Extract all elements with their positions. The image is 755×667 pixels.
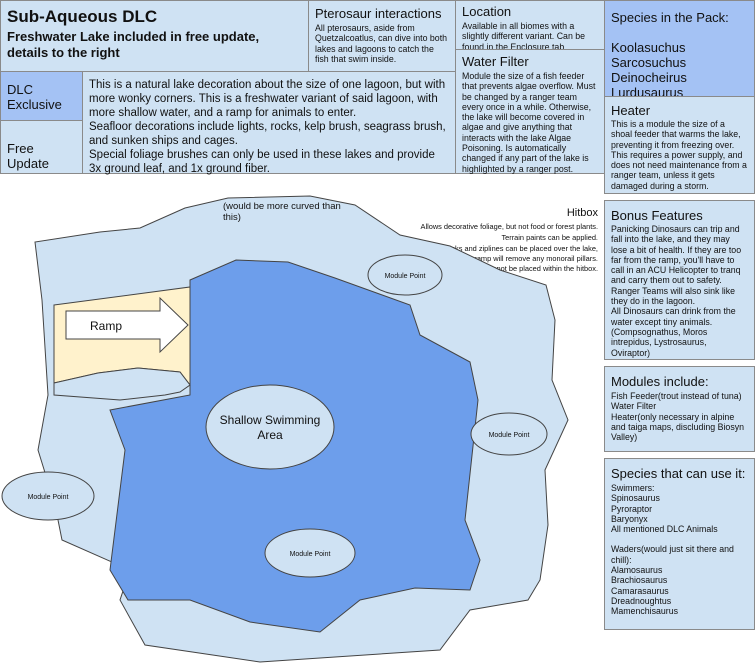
module-point: Module Point bbox=[367, 254, 443, 296]
species-pack-box: Species in the Pack: Koolasuchus Sarcosu… bbox=[604, 0, 755, 100]
species-pack-title: Species in the Pack: bbox=[611, 10, 729, 25]
curve-note: this) bbox=[223, 212, 241, 223]
species-use-title: Species that can use it: bbox=[611, 466, 746, 481]
list-item: Camarasaurus bbox=[611, 585, 669, 596]
free-update-box: Free Update bbox=[0, 120, 83, 174]
water-filter-text: Module the size of a fish feeder that pr… bbox=[462, 71, 596, 174]
list-item: All mentioned DLC Animals bbox=[611, 524, 718, 535]
list-item: Pyroraptor bbox=[611, 503, 653, 514]
hitbox-line: Terrain paints can be applied. bbox=[501, 233, 598, 242]
list-item: Brachiosaurus bbox=[611, 575, 668, 586]
bonus-text-2: All Dinosaurs can drink from the water e… bbox=[611, 306, 736, 358]
modules-box: Modules include: Fish Feeder(trout inste… bbox=[604, 366, 755, 452]
description-text-1: This is a natural lake decoration about … bbox=[89, 79, 446, 119]
swimmers-label: Swimmers: bbox=[611, 483, 655, 493]
module-point-label: Module Point bbox=[385, 273, 426, 280]
module-point: Module Point bbox=[470, 412, 548, 456]
curve-note: (would be more curved than bbox=[223, 201, 341, 212]
list-item: Deinocheirus bbox=[611, 70, 687, 85]
bonus-text-1: Panicking Dinosaurs can trip and fall in… bbox=[611, 224, 742, 307]
ramp-label: Ramp bbox=[90, 319, 122, 333]
list-item: Dreadnoughtus bbox=[611, 595, 672, 606]
pterosaur-box: Pterosaur interactions All pterosaurs, a… bbox=[308, 0, 456, 72]
heater-title: Heater bbox=[611, 103, 651, 118]
page-subtitle: Freshwater Lake included in free update,… bbox=[7, 29, 260, 60]
modules-list: Fish Feeder(trout instead of tuna) Water… bbox=[611, 391, 748, 442]
swimmers-list: Spinosaurus Pyroraptor Baryonyx All ment… bbox=[611, 493, 748, 534]
module-point-label: Module Point bbox=[28, 494, 69, 501]
hitbox-line: but the ramp will remove any monorail pi… bbox=[450, 254, 598, 263]
bonus-box: Bonus Features Panicking Dinosaurs can t… bbox=[604, 200, 755, 360]
lake-diagram: Hitbox Allows decorative foliage, but no… bbox=[1, 195, 599, 663]
hitbox-line: Tour tracks cannot be placed within the … bbox=[446, 264, 598, 273]
species-use-box: Species that can use it: Swimmers: Spino… bbox=[604, 458, 755, 630]
water-filter-box: Water Filter Module the size of a fish f… bbox=[455, 49, 605, 174]
bonus-title: Bonus Features bbox=[611, 208, 703, 223]
list-item: Alamosaurus bbox=[611, 565, 663, 576]
description-text-3: Special foliage brushes can only be used… bbox=[89, 149, 435, 175]
list-item: Mamenchisaurus bbox=[611, 606, 678, 617]
free-update-label: Free Update bbox=[7, 141, 49, 171]
dlc-exclusive-label: DLC Exclusive bbox=[7, 82, 62, 112]
description-text-2: Seafloor decorations include lights, roc… bbox=[89, 121, 446, 147]
pterosaur-text: All pterosaurs, aside from Quetzalcoatlu… bbox=[315, 23, 448, 64]
location-box: Location Available in all biomes with a … bbox=[455, 0, 605, 52]
hitbox-line: Allows decorative foliage, but not food … bbox=[421, 222, 598, 231]
modules-title: Modules include: bbox=[611, 374, 709, 389]
list-item: Koolasuchus bbox=[611, 40, 686, 55]
description-box: This is a natural lake decoration about … bbox=[82, 71, 456, 175]
water-filter-title: Water Filter bbox=[462, 54, 529, 69]
hitbox-line: Monorail tracks and ziplines can be plac… bbox=[412, 244, 598, 253]
ramp-shore bbox=[53, 367, 191, 401]
module-point-label: Module Point bbox=[489, 432, 530, 439]
heater-text: This is a module the size of a shoal fee… bbox=[611, 119, 747, 191]
list-item: Baryonyx bbox=[611, 513, 648, 524]
module-point: Module Point bbox=[264, 528, 356, 578]
header-box: Sub-Aqueous DLC Freshwater Lake included… bbox=[0, 0, 309, 72]
waders-list: Alamosaurus Brachiosaurus Camarasaurus D… bbox=[611, 565, 748, 616]
list-item: Sarcosuchus bbox=[611, 55, 687, 70]
page-title: Sub-Aqueous DLC bbox=[7, 7, 158, 26]
hitbox-title: Hitbox bbox=[567, 207, 599, 219]
location-title: Location bbox=[462, 4, 512, 19]
list-item: Spinosaurus bbox=[611, 493, 660, 504]
module-point: Module Point bbox=[1, 471, 95, 521]
pterosaur-title: Pterosaur interactions bbox=[315, 6, 442, 21]
location-text: Available in all biomes with a slightly … bbox=[462, 21, 586, 52]
waders-label: Waders(would just sit there and chill): bbox=[611, 544, 734, 565]
heater-box: Heater This is a module the size of a sh… bbox=[604, 96, 755, 194]
dlc-exclusive-box: DLC Exclusive bbox=[0, 71, 83, 121]
shallow-label: Shallow Swimming bbox=[220, 413, 321, 427]
module-point-label: Module Point bbox=[290, 551, 331, 558]
shallow-label: Area bbox=[257, 428, 283, 442]
list-item: Fish Feeder(trout instead of tuna) bbox=[611, 391, 742, 401]
list-item: Water Filter bbox=[611, 401, 657, 412]
species-pack-list: Koolasuchus Sarcosuchus Deinocheirus Lur… bbox=[611, 40, 748, 100]
ramp-arrow-icon bbox=[65, 296, 189, 354]
shallow-swimming-area bbox=[205, 384, 335, 470]
list-item: Heater(only necessary in alpine and taig… bbox=[611, 411, 745, 443]
